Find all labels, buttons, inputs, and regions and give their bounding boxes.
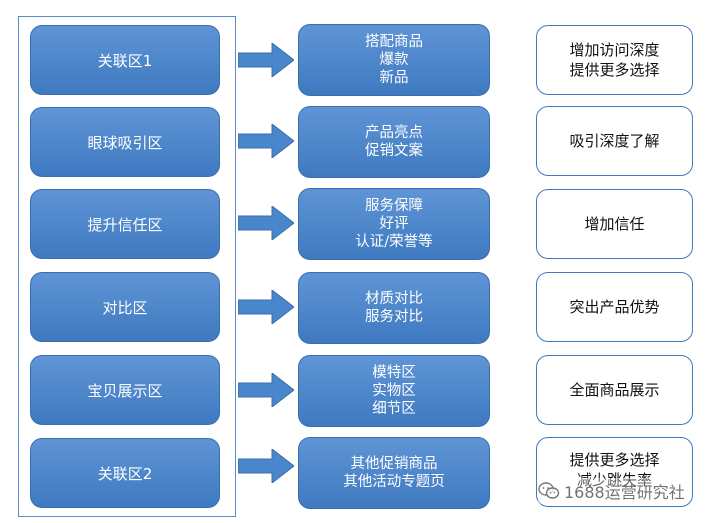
content-line: 爆款 [379,52,409,68]
effect-box-6: 提供更多选择 减少跳失率 [536,437,693,507]
effect-box-2: 吸引深度了解 [536,106,693,176]
effect-box-4: 突出产品优势 [536,272,693,342]
zone-box-2: 眼球吸引区 [30,107,220,177]
arrow-5 [238,373,294,407]
zone-label: 对比区 [102,298,148,317]
content-line: 促销文案 [365,143,423,159]
content-line: 实物区 [372,383,416,399]
content-line: 新品 [379,70,409,86]
watermark-text: 1688运营研究社 [564,483,685,502]
effect-box-1: 增加访问深度 提供更多选择 [536,25,693,95]
content-line: 认证/荣誉等 [355,234,433,250]
zone-label: 宝贝展示区 [87,381,163,400]
effect-box-5: 全面商品展示 [536,355,693,425]
content-line: 产品亮点 [365,125,423,141]
wechat-icon [538,482,560,499]
effect-line: 增加信任 [584,215,645,233]
zone-box-5: 宝贝展示区 [30,355,220,425]
zone-box-4: 对比区 [30,272,220,342]
content-line: 其他活动专题页 [343,474,445,490]
content-line: 服务对比 [365,309,423,325]
content-line: 细节区 [372,401,416,417]
zone-label: 关联区1 [97,51,153,70]
arrow-3 [238,206,294,240]
content-box-6: 其他促销商品 其他活动专题页 [298,437,490,509]
content-line: 服务保障 [365,198,423,214]
effect-box-3: 增加信任 [536,189,693,259]
zone-label: 提升信任区 [87,215,163,234]
content-line: 其他促销商品 [350,456,438,472]
zone-box-3: 提升信任区 [30,189,220,259]
content-line: 搭配商品 [365,34,423,50]
watermark: 1688运营研究社 [538,478,685,504]
arrow-1 [238,43,294,77]
effect-line: 突出产品优势 [569,298,660,316]
zone-label: 眼球吸引区 [87,133,163,152]
effect-line: 提供更多选择 [569,451,660,469]
content-box-2: 产品亮点 促销文案 [298,106,490,178]
zone-label: 关联区2 [97,464,153,483]
content-box-5: 模特区 实物区 细节区 [298,355,490,427]
effect-line: 减少跳失率 [576,471,652,489]
arrow-4 [238,290,294,324]
arrow-2 [238,124,294,158]
content-line: 模特区 [372,365,416,381]
zones-frame [18,16,236,517]
effect-line: 全面商品展示 [569,381,660,399]
zone-box-6: 关联区2 [30,438,220,508]
content-box-4: 材质对比 服务对比 [298,272,490,344]
effect-line: 增加访问深度 [569,41,660,59]
zone-box-1: 关联区1 [30,25,220,95]
arrow-6 [238,449,294,483]
content-line: 好评 [379,216,409,232]
effect-line: 提供更多选择 [569,61,660,79]
content-box-1: 搭配商品 爆款 新品 [298,24,490,96]
effect-line: 吸引深度了解 [569,132,660,150]
content-box-3: 服务保障 好评 认证/荣誉等 [298,188,490,260]
content-line: 材质对比 [365,291,423,307]
